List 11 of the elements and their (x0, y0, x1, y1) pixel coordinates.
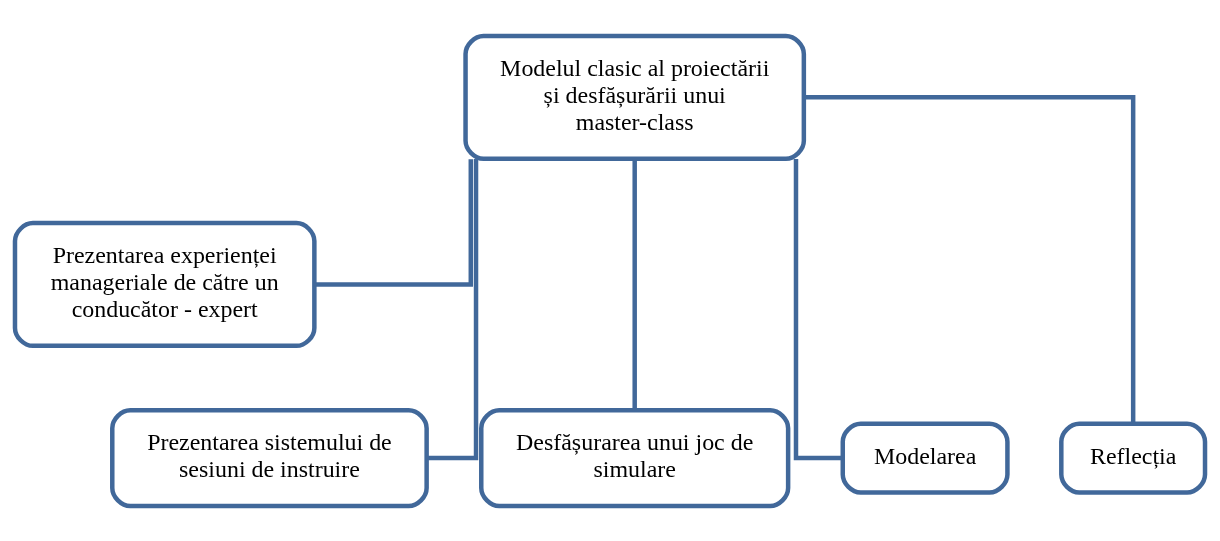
connector (427, 158, 479, 460)
node-box: Modelarea (840, 420, 1010, 495)
node-box: Prezentarea experienței manageriale de către un conducător - expert (12, 220, 317, 348)
node-box: Modelul clasic al proiectării și desfășurării unui master-class (463, 33, 807, 161)
node-box: Desfășurarea unui joc de simulare (479, 407, 791, 508)
node-box: Prezentarea sistemului de sesiuni de instruire (110, 407, 429, 508)
connector (632, 158, 637, 410)
connector (314, 158, 474, 287)
node-box: Reflecția (1059, 420, 1208, 495)
connector (793, 158, 843, 460)
connector (804, 94, 1136, 423)
